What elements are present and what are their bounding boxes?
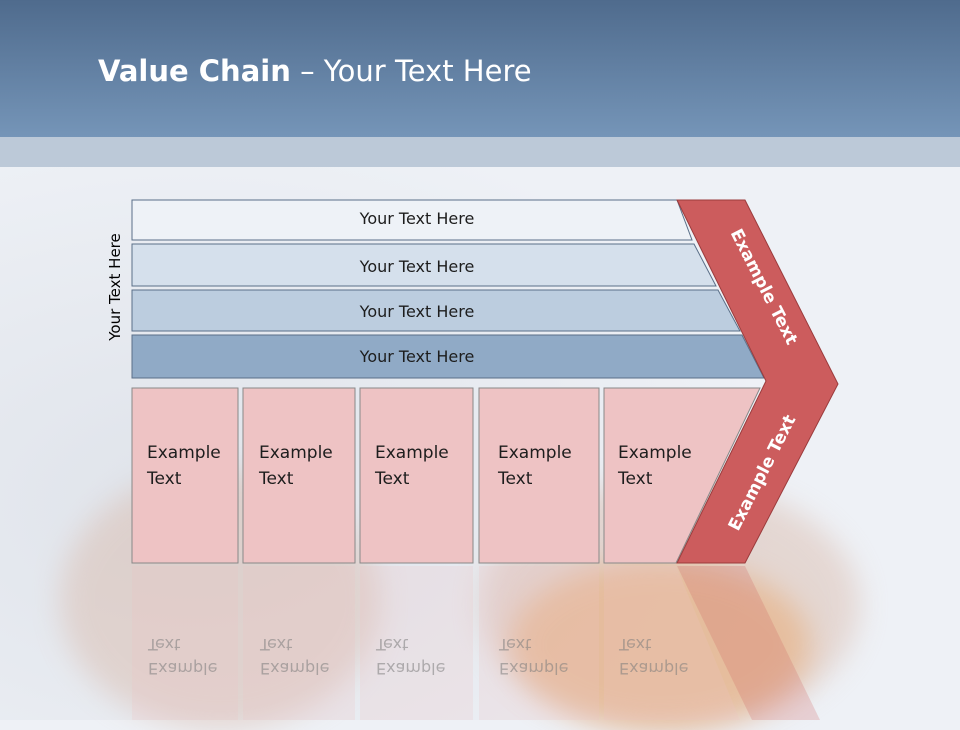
box-5-line2: Text xyxy=(618,469,653,489)
reflection xyxy=(132,566,820,720)
title-rest: – Your Text Here xyxy=(290,54,532,88)
chevron-arrow xyxy=(676,199,839,564)
box-2-refl-line1: Example xyxy=(260,659,330,678)
row-2-text: Your Text Here xyxy=(359,257,475,276)
box-3-shape xyxy=(359,387,474,564)
row-3-text: Your Text Here xyxy=(359,302,475,321)
box-4-line2: Text xyxy=(498,469,533,489)
box-2-refl-line2: Text xyxy=(260,635,293,654)
page-title: Value Chain – Your Text Here xyxy=(98,54,532,88)
box-3-refl-line1: Example xyxy=(376,659,446,678)
box-3-line2: Text xyxy=(375,469,410,489)
box-3-line1: Example xyxy=(375,443,449,463)
box-1-refl-line2: Text xyxy=(148,635,181,654)
box-5-refl-line2: Text xyxy=(619,635,652,654)
box-2-line2: Text xyxy=(259,469,294,489)
row-3-shape xyxy=(131,289,741,332)
box-5-shape xyxy=(603,387,761,564)
box-4-refl-line1: Example xyxy=(499,659,569,678)
box-2-shape xyxy=(242,387,356,564)
box-5-line1: Example xyxy=(618,443,692,463)
box-1-reflection: Example Text xyxy=(148,632,248,680)
box-1-refl-line1: Example xyxy=(148,659,218,678)
header-subband xyxy=(0,137,960,167)
orange-hint xyxy=(510,560,810,730)
row-1-text: Your Text Here xyxy=(359,209,475,228)
box-2-line1: Example xyxy=(259,443,333,463)
title-bold: Value Chain xyxy=(98,54,291,88)
box-5-refl-line1: Example xyxy=(619,659,689,678)
box-1-line1: Example xyxy=(147,443,221,463)
box-5-reflection: Example Text xyxy=(619,632,719,680)
box-4-line1: Example xyxy=(498,443,572,463)
box-4-shape xyxy=(478,387,600,564)
box-1-shape xyxy=(131,387,239,564)
row-1-shape xyxy=(131,199,693,241)
header-band xyxy=(0,0,960,137)
box-3-reflection: Example Text xyxy=(376,632,476,680)
row-2-shape xyxy=(131,243,717,287)
box-4-reflection: Example Text xyxy=(499,632,599,680)
box-3-refl-line2: Text xyxy=(376,635,409,654)
row-4-text: Your Text Here xyxy=(359,347,475,366)
box-1-line2: Text xyxy=(147,469,182,489)
box-4-refl-line2: Text xyxy=(499,635,532,654)
box-2-reflection: Example Text xyxy=(260,632,360,680)
